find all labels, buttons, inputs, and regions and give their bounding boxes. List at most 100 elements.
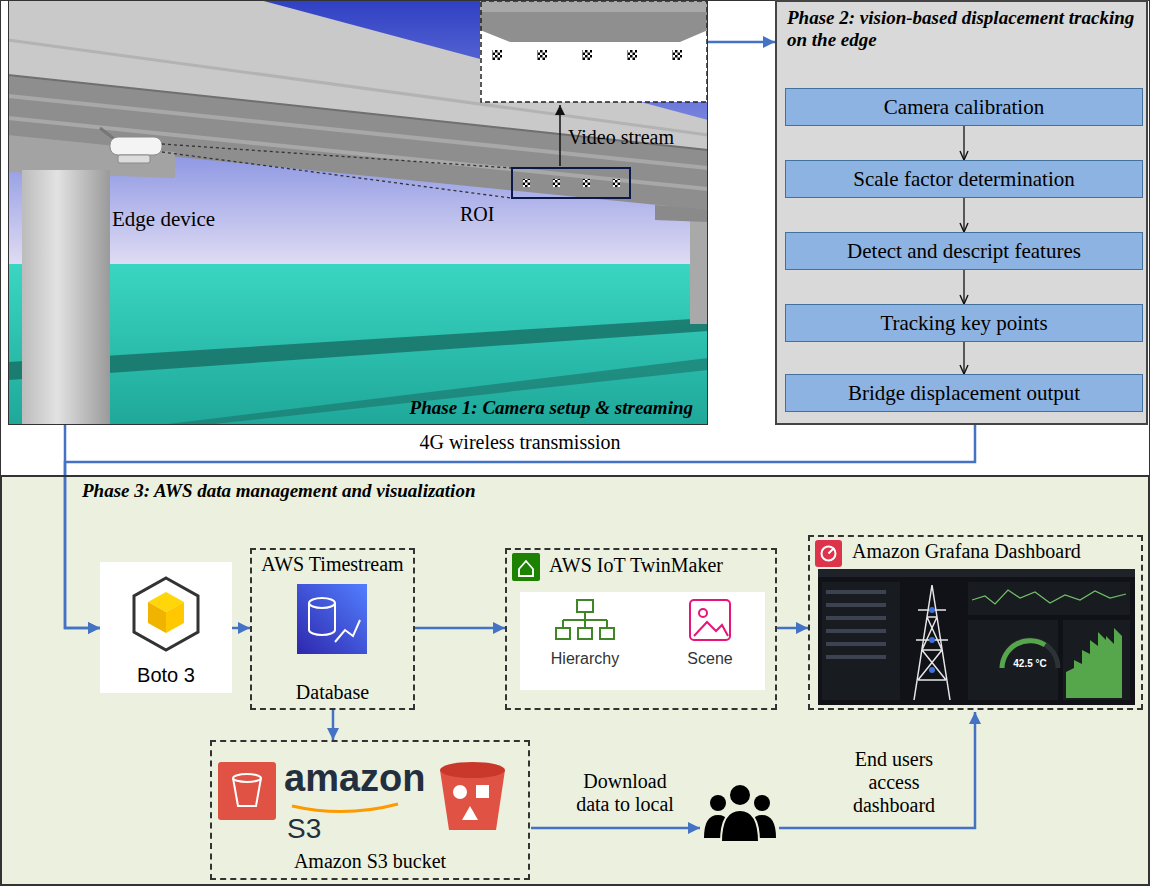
- bridge-illustration: [110, 137, 162, 155]
- phase-panel: Phase 2: vision-based displacement track…: [775, 0, 1148, 425]
- grafana-screenshot: [929, 667, 935, 673]
- boto3-icon: [148, 592, 184, 612]
- node-text: Amazon Grafana Dashboard: [852, 540, 1081, 563]
- bridge-illustration: [8, 264, 708, 425]
- process-step: Detect and descript features: [785, 232, 1143, 270]
- boto3-icon: [134, 578, 198, 650]
- grafana-screenshot: [968, 620, 1058, 700]
- bridge-illustration: [8, 0, 708, 150]
- node-fill: [785, 232, 1143, 270]
- service-group: AWS IoT TwinMaker: [505, 548, 777, 710]
- annotation-text: Download data to local: [566, 770, 684, 816]
- bridge-illustration: [100, 128, 118, 142]
- s3-icons: [233, 774, 261, 782]
- bridge-illustration: [118, 155, 150, 163]
- annotation-label: Hierarchy: [535, 650, 635, 668]
- node-text: AWS Timestream: [261, 553, 403, 576]
- users-icon: [704, 784, 776, 842]
- bridge-illustration: [162, 152, 511, 198]
- connectors: [65, 42, 975, 740]
- annotation-text: Edge device: [112, 207, 242, 231]
- grafana-screenshot: [826, 603, 886, 607]
- grafana-screenshot: [818, 569, 1135, 577]
- users-icon: [721, 810, 759, 842]
- boto3-icon: [134, 578, 198, 650]
- connector-arrow: [65, 425, 975, 628]
- grafana-screenshot: [818, 569, 1135, 705]
- node-text: Detect and descript features: [847, 239, 1081, 263]
- bridge-illustration: [480, 0, 708, 42]
- bridge-illustration: [8, 318, 708, 380]
- phase-panel: Phase 3: AWS data management and visuali…: [0, 475, 1150, 886]
- bridge-illustration: [481, 1, 707, 102]
- node-fill: [100, 562, 232, 693]
- annotation-text: ROI: [460, 203, 504, 226]
- user-flow-arrows: [779, 712, 975, 828]
- grafana-screenshot: [929, 607, 935, 613]
- users-icon: [754, 795, 770, 811]
- node-text: Phase 3: AWS data management and visuali…: [82, 480, 475, 502]
- user-flow-arrows: [531, 712, 975, 828]
- connector-arrow: [415, 627, 505, 630]
- annotation-text: S3: [287, 813, 347, 845]
- bridge-illustration: [612, 179, 620, 187]
- node-text: Phase 2: vision-based displacement track…: [787, 7, 1136, 51]
- node-fill: [785, 374, 1143, 412]
- twinmaker-icons: [556, 628, 570, 639]
- annotation-label: ROI: [460, 203, 504, 226]
- node-text: Database: [296, 681, 369, 704]
- bridge-illustration: [492, 50, 502, 60]
- bridge-illustration: [690, 216, 708, 324]
- s3-icons: [453, 785, 467, 799]
- node-text: Tracking key points: [880, 311, 1047, 335]
- bridge-illustration: [8, 40, 708, 135]
- annotation-label: Edge device: [112, 207, 242, 231]
- annotation-text: amazon: [284, 757, 436, 801]
- annotation-text: 42.5 °C: [1005, 658, 1055, 670]
- bridge-illustration: [582, 179, 590, 187]
- process-step: Tracking key points: [785, 304, 1143, 342]
- twinmaker-icons: [578, 628, 592, 639]
- grafana-screenshot: [815, 540, 842, 567]
- node-fill: [0, 475, 1150, 886]
- service-card: Boto 3: [100, 562, 232, 693]
- annotation-text: Scene: [660, 650, 760, 668]
- twinmaker-icons: [512, 553, 540, 581]
- connector-arrow: [963, 342, 964, 374]
- node-text: Scale factor determination: [853, 167, 1075, 191]
- twinmaker-icons: [520, 592, 765, 690]
- service-group: AWS TimestreamDatabase: [250, 548, 415, 710]
- grafana-screenshot: [826, 616, 886, 620]
- process-step: Camera calibration: [785, 88, 1143, 126]
- grafana-screenshot: [914, 585, 950, 700]
- node-fill: [785, 160, 1143, 198]
- annotation-text: End users access dashboard: [838, 748, 950, 817]
- grafana-screenshot: [826, 629, 886, 633]
- s3-icons: [218, 762, 276, 820]
- annotation-label: Download data to local: [566, 770, 684, 816]
- users-icon: [729, 784, 751, 806]
- process-step: Bridge displacement output: [785, 374, 1143, 412]
- users-icon: [748, 815, 776, 838]
- bridge-illustration: [537, 50, 547, 60]
- users-icon: [704, 815, 732, 838]
- node-text: Phase 1: Camera setup & streaming: [410, 397, 693, 419]
- connector-arrow: [708, 41, 775, 44]
- node-fill: [775, 0, 1148, 425]
- grafana-screenshot: [1063, 620, 1130, 700]
- bridge-illustration: [8, 118, 708, 189]
- grafana-screenshot: [815, 540, 1135, 705]
- bridge-illustration: [480, 0, 708, 102]
- bridge-illustration: [522, 179, 530, 187]
- connector-arrow: [963, 198, 964, 232]
- grafana-screenshot: [826, 642, 886, 646]
- node-text: Boto 3: [137, 664, 195, 687]
- s3-icons: [476, 785, 489, 798]
- twinmaker-icons: [563, 612, 607, 628]
- boto3-icon: [166, 602, 184, 633]
- annotation-label: amazon: [284, 757, 436, 801]
- bridge-illustration: [552, 179, 560, 187]
